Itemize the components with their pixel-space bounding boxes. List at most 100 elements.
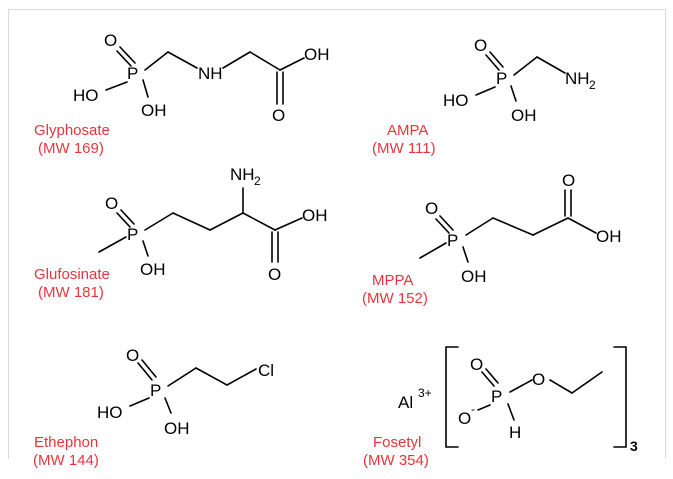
glyphosate-nh: NH [198, 64, 223, 83]
fosetyl-p-ominus [477, 404, 491, 411]
ampa-ho: HO [443, 91, 469, 110]
ampa-mw: (MW 111) [372, 140, 436, 157]
mppa-mw: (MW 152) [362, 290, 428, 307]
glufosinate-oh-acid: OH [302, 206, 328, 225]
glufosinate-nh-subscript: 2 [254, 174, 261, 188]
ethephon-p-ch2 [167, 367, 197, 387]
fosetyl-al-charge: 3+ [418, 386, 432, 400]
fosetyl-ch2-ch3 [571, 371, 603, 394]
glufosinate-ch-c [242, 212, 276, 231]
ethephon-structure: O P HO OH Cl Ethephon (MW 144) [33, 346, 274, 469]
ampa-ch2-n [536, 56, 566, 74]
ethephon-mw: (MW 144) [33, 452, 99, 469]
ampa-p: P [496, 69, 507, 88]
glufosinate-p-oh [142, 240, 149, 257]
glyphosate-oh-acid: OH [304, 45, 330, 64]
ethephon-ch2-ch2 [195, 367, 228, 386]
mppa-p: P [447, 231, 458, 250]
fosetyl-o-ch2 [549, 379, 573, 394]
glufosinate-o-top: O [105, 194, 118, 213]
mppa-oh-acid: OH [596, 227, 622, 246]
ampa-structure: O P HO OH NH 2 AMPA (MW 111) [372, 36, 596, 157]
frame-top-line [8, 9, 666, 10]
glufosinate-p-methyl [98, 236, 127, 253]
ampa-name: AMPA [387, 122, 428, 139]
ampa-o-top: O [474, 36, 487, 55]
fosetyl-p: P [491, 387, 502, 406]
ampa-oh-bottom: OH [511, 106, 537, 125]
ethephon-ho: HO [97, 403, 123, 422]
fosetyl-o-ester: O [532, 370, 545, 389]
glyphosate-p-oh-bottom [142, 79, 149, 98]
fosetyl-p-o [509, 379, 533, 393]
ethephon-p: P [150, 381, 161, 400]
glyphosate-po-bond-2 [116, 50, 132, 67]
mppa-p-oh [462, 246, 469, 263]
glufosinate-p: P [127, 225, 138, 244]
mppa-o-carbonyl: O [562, 171, 575, 190]
ampa-po-bond-2 [485, 54, 500, 71]
fosetyl-structure: Al 3+ 3 O P O O - H Fosetyl (MW 354) [363, 346, 638, 469]
glyphosate-name: Glyphosate [34, 122, 110, 139]
fosetyl-name: Fosetyl [373, 434, 421, 451]
ethephon-p-oh-left [129, 397, 150, 407]
mppa-p-ch2 [465, 217, 494, 236]
glufosinate-oh: OH [140, 260, 166, 279]
ethephon-oh-bottom: OH [164, 419, 190, 438]
glyphosate-structure: O P HO OH NH OH O Glyphosate (MW 169) [34, 31, 330, 157]
glufosinate-ch2-ch2 [172, 212, 211, 231]
glyphosate-p-ch2 [144, 51, 169, 71]
fosetyl-o-top: O [470, 355, 483, 374]
glyphosate-p: P [127, 64, 138, 83]
ethephon-ch2-cl [226, 368, 257, 386]
frame-left-line [8, 9, 9, 459]
fosetyl-h: H [509, 423, 521, 442]
glyphosate-o-top: O [104, 31, 117, 50]
glufosinate-c-oh [274, 217, 303, 231]
fosetyl-bracket-right [613, 346, 627, 448]
glufosinate-po-bond-2 [116, 212, 131, 228]
glufosinate-ch2-ch [209, 212, 244, 231]
mppa-po-bond-2 [435, 218, 450, 234]
mppa-ch2-c [532, 217, 569, 236]
ethephon-o-top: O [126, 346, 139, 365]
frame-right-line [665, 9, 666, 459]
ampa-p-ch2 [513, 56, 538, 76]
mppa-oh: OH [461, 267, 487, 286]
glufosinate-o-carbonyl: O [268, 265, 281, 284]
ampa-po-bond-1 [489, 51, 504, 68]
glufosinate-nh: NH [230, 165, 255, 184]
glyphosate-mw: (MW 169) [38, 140, 104, 157]
fosetyl-minus-charge: - [471, 402, 475, 416]
glyphosate-o-carbonyl: O [272, 106, 285, 125]
ethephon-name: Ethephon [34, 434, 98, 451]
ampa-p-oh-bottom [510, 85, 517, 102]
mppa-c-oh [567, 217, 597, 234]
fosetyl-po-bond-2 [481, 371, 495, 387]
mppa-o-top: O [425, 199, 438, 218]
ethephon-po-bond-2 [137, 362, 153, 381]
mppa-structure: O P OH O OH MPPA (MW 152) [362, 171, 622, 307]
ethephon-p-oh-bottom [164, 397, 172, 414]
glyphosate-p-oh-left [105, 81, 128, 91]
fosetyl-mw: (MW 354) [363, 452, 429, 469]
glufosinate-name: Glufosinate [34, 266, 110, 283]
glyphosate-po-bond-1 [119, 46, 136, 64]
mppa-name: MPPA [372, 272, 413, 289]
fosetyl-p-h [507, 403, 515, 421]
glyphosate-oh-bottom: OH [141, 101, 167, 120]
ethephon-po-bond-1 [141, 359, 157, 378]
ampa-nh: NH [565, 69, 590, 88]
glufosinate-p-ch2 [144, 212, 174, 231]
fosetyl-bracket-count: 3 [630, 438, 638, 454]
mppa-p-methyl [419, 242, 447, 259]
glyphosate-c-oh [279, 57, 305, 71]
fosetyl-bracket-left [445, 346, 459, 448]
glufosinate-structure: O P OH NH 2 OH O Glufosinate (MW 181) [34, 165, 328, 301]
glyphosate-ch2-c [249, 51, 281, 71]
glufosinate-mw: (MW 181) [38, 284, 104, 301]
glyphosate-ho: HO [73, 86, 99, 105]
ampa-nh-subscript: 2 [589, 78, 596, 92]
